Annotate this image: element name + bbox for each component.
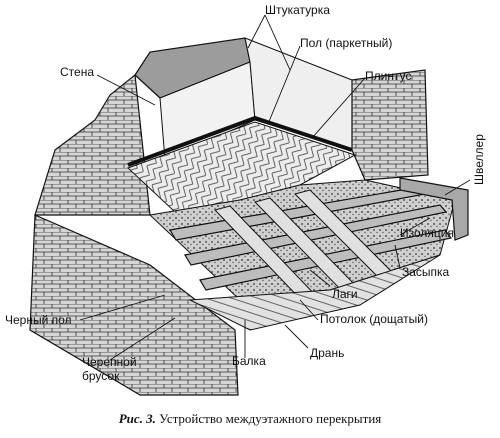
label-joists: Лаги (332, 287, 358, 301)
left-wall-front (29, 214, 239, 396)
label-ceiling: Потолок (дощатый) (320, 312, 428, 326)
label-channel-beam: Швеллер (472, 134, 486, 185)
plinth (127, 115, 353, 167)
left-wall-top (34, 73, 151, 216)
label-cranial-bar: Черепной брусок (82, 355, 137, 383)
label-wall: Стена (60, 65, 95, 79)
label-backfill: Засыпка (402, 265, 450, 279)
ceiling-boards (188, 254, 441, 331)
label-parquet-floor: Пол (паркетный) (300, 36, 393, 50)
figure-caption: Рис. 3. Устройство междуэтажного перекры… (0, 411, 500, 427)
label-plinth: Плинтус (365, 69, 412, 83)
label-beam: Балка (232, 354, 266, 368)
joists (214, 189, 401, 305)
label-lath: Дрань (310, 346, 345, 360)
caption-prefix: Рис. 3. (118, 411, 156, 426)
caption-text: Устройство междуэтажного перекрытия (159, 411, 382, 426)
label-plaster: Штукатурка (265, 3, 330, 17)
label-insulation: Изоляция (400, 226, 454, 240)
channel-beam (399, 177, 469, 241)
leader-lines (79, 14, 471, 361)
label-subfloor: Черный пол (5, 313, 72, 327)
right-wall (351, 69, 429, 181)
